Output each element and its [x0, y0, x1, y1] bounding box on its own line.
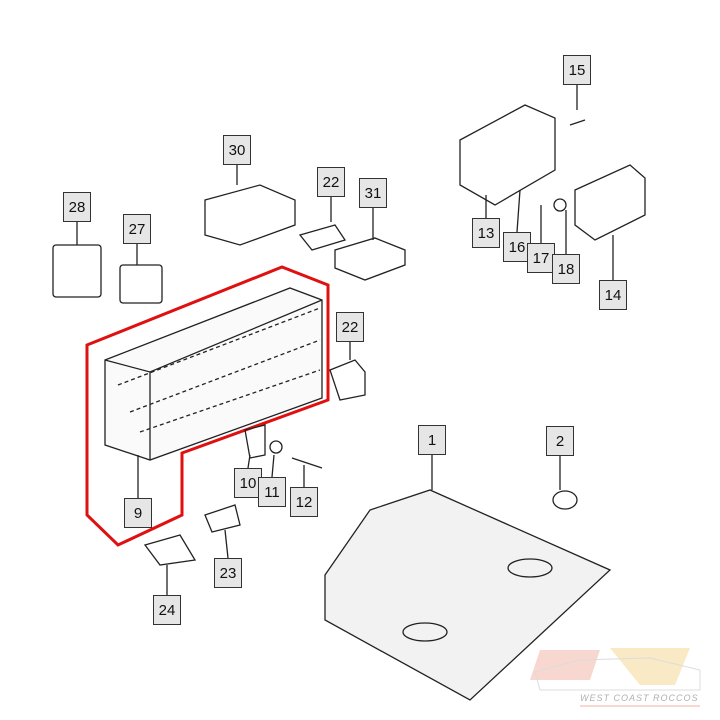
callout-16: 16 [503, 232, 531, 262]
callout-15: 15 [563, 55, 591, 85]
module-14 [574, 164, 646, 241]
screw-12 [291, 457, 323, 469]
washer-11 [269, 440, 283, 454]
fuse-22 [298, 224, 347, 251]
callout-11: 11 [258, 477, 286, 507]
callout-30: 30 [223, 135, 251, 165]
highlight-outline [85, 265, 330, 547]
callout-13: 13 [472, 218, 500, 248]
relay-27 [119, 264, 163, 304]
relay-base-30 [204, 184, 296, 246]
floor-panel [324, 489, 612, 701]
callout-1: 1 [418, 425, 446, 455]
bracket-10 [244, 424, 266, 459]
watermark-logo-text: WEST COAST ROCCOS [580, 693, 699, 703]
callout-31: 31 [359, 178, 387, 208]
callout-24: 24 [153, 595, 181, 625]
callout-2: 2 [546, 426, 574, 456]
screw-18 [553, 198, 567, 212]
callout-22: 22 [317, 167, 345, 197]
callout-14: 14 [599, 280, 627, 310]
cover-31 [334, 237, 406, 281]
callout-27: 27 [123, 214, 151, 244]
callout-23: 23 [214, 558, 242, 588]
clip-23 [204, 504, 241, 533]
fuse-22b [329, 359, 366, 401]
callout-9: 9 [124, 498, 152, 528]
callout-18: 18 [552, 254, 580, 284]
callout-22b: 22 [336, 312, 364, 342]
logo-graphic [530, 648, 701, 707]
callout-28: 28 [63, 192, 91, 222]
callout-17: 17 [527, 243, 555, 273]
screw-15 [569, 119, 586, 126]
clip-24 [143, 534, 197, 566]
bracket-13 [459, 104, 556, 206]
callout-12: 12 [290, 487, 318, 517]
callout-10: 10 [234, 468, 262, 498]
plug-2 [552, 490, 578, 510]
relay-28 [52, 244, 102, 298]
fuse-relay-panel [104, 287, 323, 461]
